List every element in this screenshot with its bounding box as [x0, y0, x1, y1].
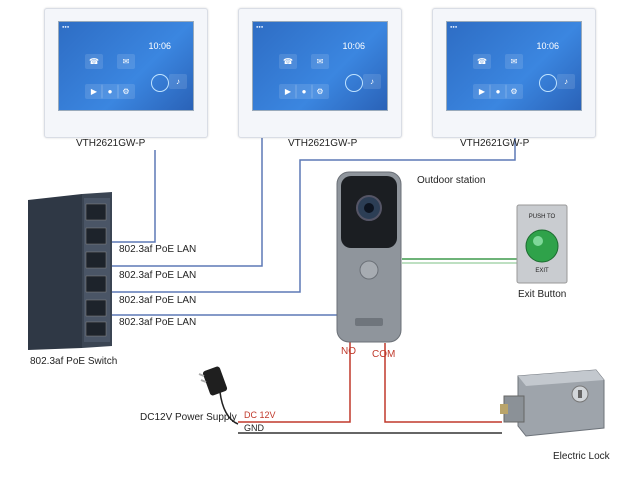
exit-button-device: PUSH TO EXIT: [516, 204, 568, 284]
settings-icon: ⚙: [117, 84, 135, 99]
video-icon: ▶: [473, 84, 491, 99]
message-icon: ✉: [505, 54, 523, 69]
settings-icon: ⚙: [311, 84, 329, 99]
speaker-grille: [355, 318, 383, 326]
electric-lock-label: Electric Lock: [553, 451, 610, 462]
user-icon: ●: [295, 84, 313, 99]
adapter-body: [202, 366, 228, 396]
monitor-screen: ●●● ☎ ✉ 10:06 ▶ ● ⚙ ♪: [58, 21, 194, 111]
lan-line-monitor-3: [112, 134, 516, 293]
status-bar: ●●●: [256, 24, 264, 29]
switch-port: [85, 275, 107, 293]
status-bar: ●●●: [450, 24, 458, 29]
indoor-monitor-1: ●●● ☎ ✉ 10:06 ▶ ● ⚙ ♪: [44, 8, 208, 138]
lan-line-monitor-1: [112, 150, 156, 243]
phone-icon: ☎: [473, 54, 491, 69]
exit-button-label: Exit Button: [518, 289, 567, 300]
monitor-1-label: VTH2621GW-P: [76, 138, 146, 149]
switch-label: 802.3af PoE Switch: [30, 356, 118, 367]
no-wire: [238, 340, 351, 423]
lan-label-3: 802.3af PoE LAN: [119, 295, 197, 306]
indoor-monitor-3: ●●● ☎ ✉ 10:06 ▶ ● ⚙ ♪: [432, 8, 596, 138]
monitor-screen: ●●● ☎ ✉ 10:06 ▶ ● ⚙ ♪: [252, 21, 388, 111]
electric-lock: [500, 369, 605, 437]
keyhole: [578, 390, 582, 398]
dc12v-label: DC 12V: [244, 410, 276, 420]
switch-port: [85, 299, 107, 317]
monitor-time: 10:06: [342, 41, 365, 51]
status-bar: ●●●: [62, 24, 70, 29]
arm-icon: [151, 74, 169, 92]
lock-top: [518, 370, 604, 386]
monitor-2-label: VTH2621GW-P: [288, 138, 358, 149]
outdoor-station-label: Outdoor station: [417, 175, 486, 186]
com-wire: [384, 343, 502, 423]
monitor-screen: ●●● ☎ ✉ 10:06 ▶ ● ⚙ ♪: [446, 21, 582, 111]
poe-switch: [28, 192, 112, 350]
user-icon: ●: [101, 84, 119, 99]
camera-lens-center: [364, 203, 374, 213]
lan-label-4: 802.3af PoE LAN: [119, 317, 197, 328]
phone-icon: ☎: [85, 54, 103, 69]
bell-icon: ♪: [557, 74, 575, 89]
push-to-text: PUSH TO: [529, 214, 556, 220]
switch-panel: [84, 198, 110, 342]
adapter-cable: [219, 391, 239, 425]
adapter-pin: [200, 379, 207, 383]
no-terminal-label: NO: [341, 346, 356, 357]
outdoor-station: [336, 171, 402, 343]
switch-port: [85, 227, 107, 245]
switch-port: [85, 203, 107, 221]
video-icon: ▶: [279, 84, 297, 99]
exit-push-button: [525, 229, 559, 263]
lan-label-1: 802.3af PoE LAN: [119, 244, 197, 255]
arm-icon: [539, 74, 557, 92]
video-icon: ▶: [85, 84, 103, 99]
button-highlight: [533, 236, 543, 246]
adapter-pin: [198, 373, 205, 377]
phone-icon: ☎: [279, 54, 297, 69]
switch-port: [85, 321, 107, 337]
settings-icon: ⚙: [505, 84, 523, 99]
monitor-time: 10:06: [536, 41, 559, 51]
com-terminal-label: COM: [372, 349, 396, 360]
monitor-3-label: VTH2621GW-P: [460, 138, 530, 149]
message-icon: ✉: [311, 54, 329, 69]
lock-bolt: [500, 404, 508, 414]
bell-icon: ♪: [169, 74, 187, 89]
gnd-label: GND: [244, 423, 264, 433]
call-button-icon: [359, 260, 379, 280]
indoor-monitor-2: ●●● ☎ ✉ 10:06 ▶ ● ⚙ ♪: [238, 8, 402, 138]
bell-icon: ♪: [363, 74, 381, 89]
power-supply-label: DC12V Power Supply: [140, 412, 237, 423]
arm-icon: [345, 74, 363, 92]
lan-label-2: 802.3af PoE LAN: [119, 270, 197, 281]
switch-side: [28, 194, 82, 350]
switch-port: [85, 251, 107, 269]
message-icon: ✉: [117, 54, 135, 69]
power-adapter: [198, 366, 228, 396]
user-icon: ●: [489, 84, 507, 99]
exit-text: EXIT: [535, 268, 549, 274]
monitor-time: 10:06: [148, 41, 171, 51]
lan-line-monitor-2: [112, 134, 263, 267]
